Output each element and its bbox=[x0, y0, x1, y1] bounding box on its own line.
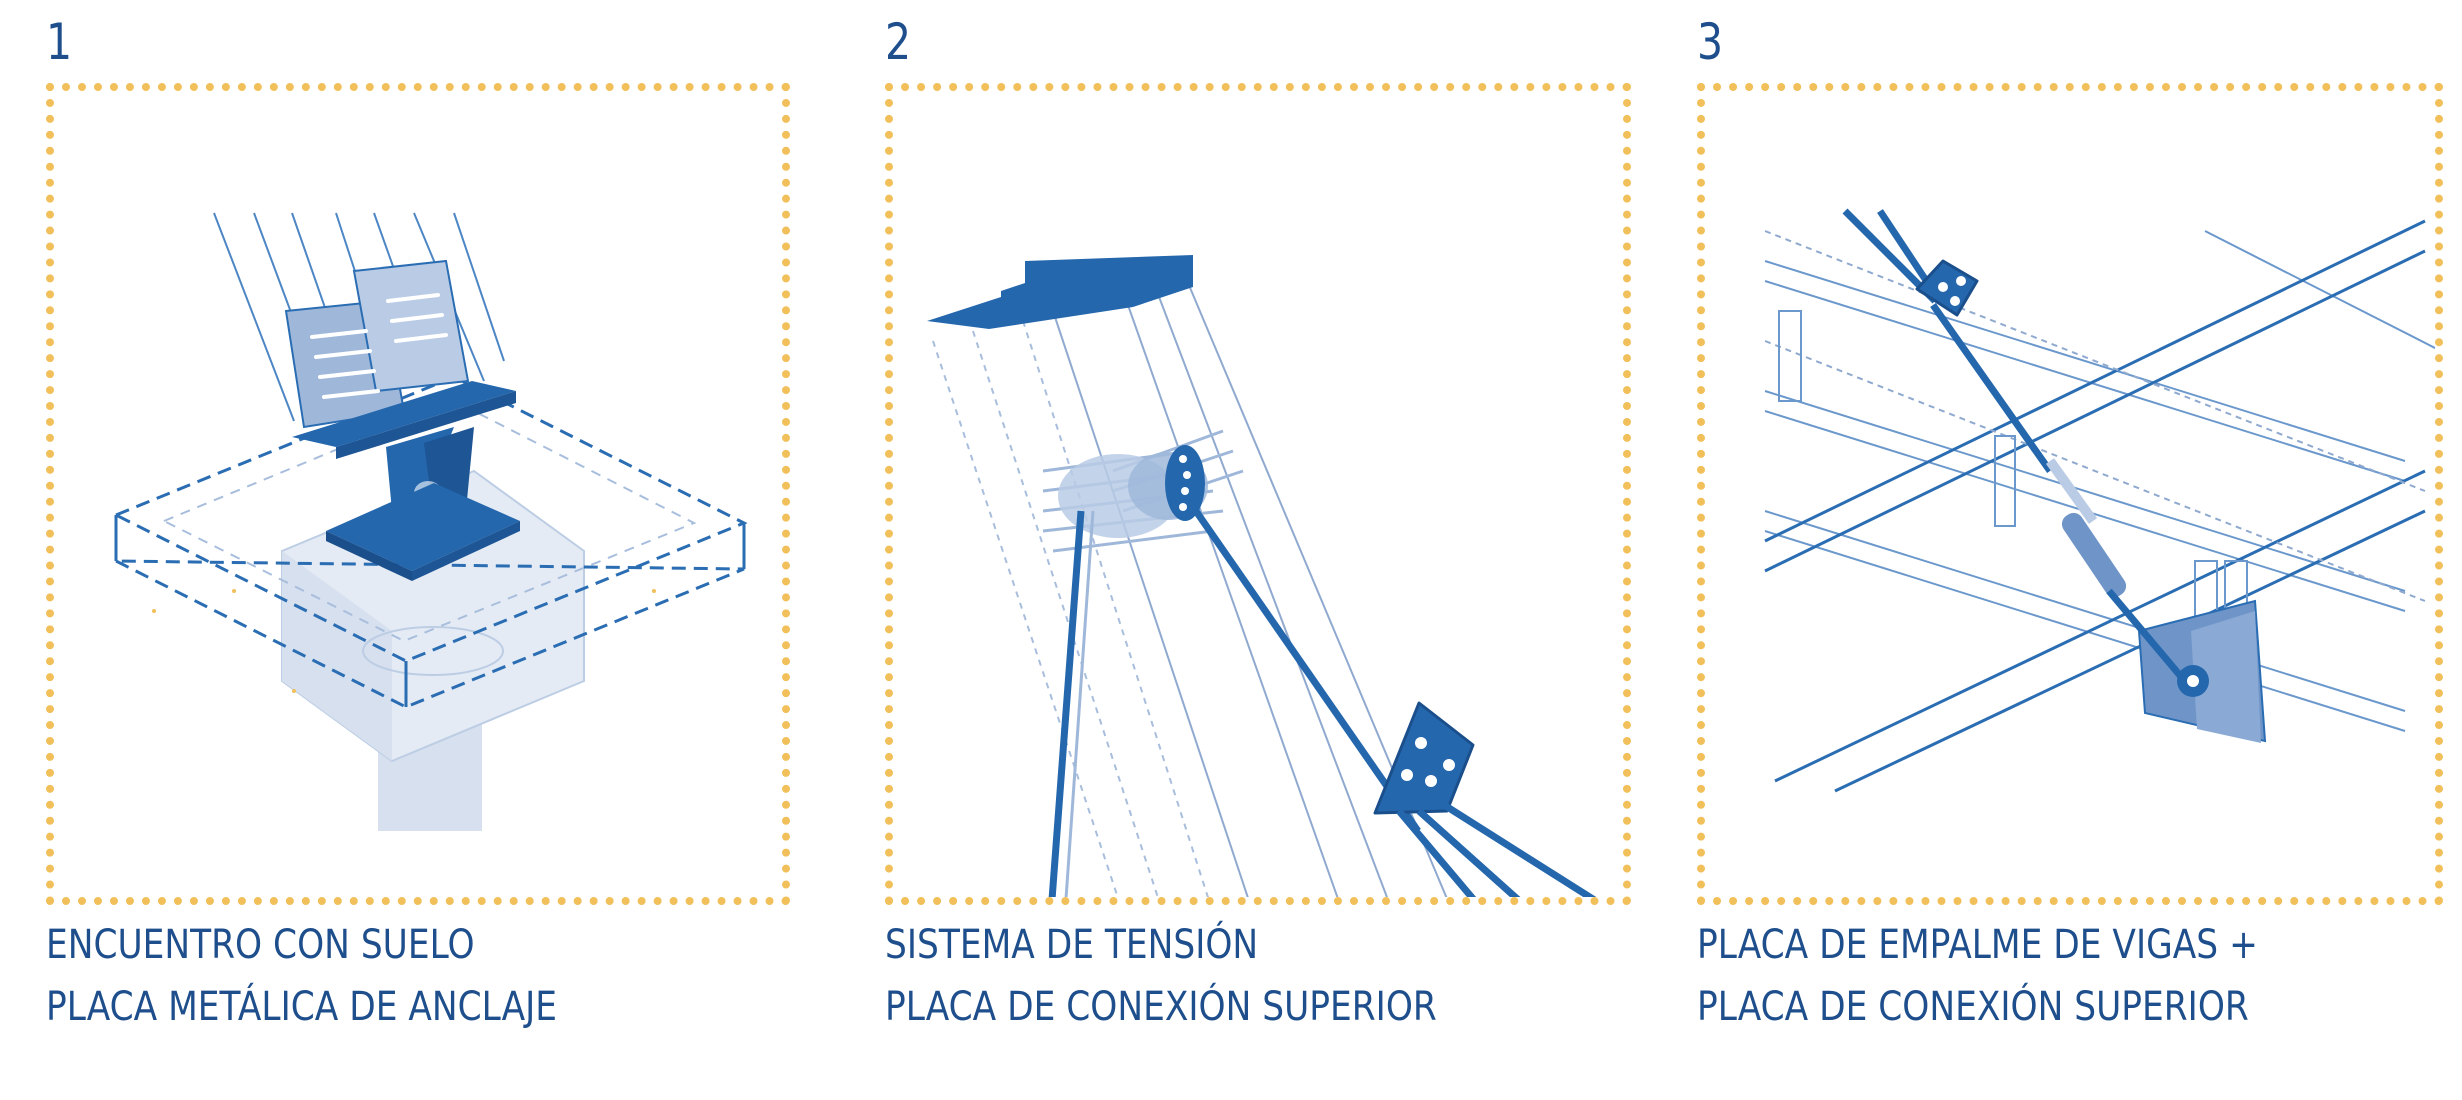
panel-caption: PLACA DE EMPALME DE VIGAS + PLACA DE CON… bbox=[1697, 914, 2258, 1038]
caption-line-2: PLACA DE CONEXIÓN SUPERIOR bbox=[885, 984, 1437, 1030]
beam-splice-illustration bbox=[1764, 208, 2435, 793]
panel-number: 1 bbox=[46, 13, 73, 71]
panel-frame bbox=[885, 83, 1631, 905]
panel-number: 2 bbox=[885, 13, 912, 71]
panel-frame bbox=[46, 83, 790, 905]
caption-line-2: PLACA METÁLICA DE ANCLAJE bbox=[46, 984, 558, 1030]
caption-line-1: PLACA DE EMPALME DE VIGAS + bbox=[1697, 922, 2258, 968]
ground-anchor-illustration bbox=[112, 212, 748, 831]
panel-caption: ENCUENTRO CON SUELO PLACA METÁLICA DE AN… bbox=[46, 914, 557, 1038]
panel-frame bbox=[1697, 83, 2443, 905]
panel-caption: SISTEMA DE TENSIÓN PLACA DE CONEXIÓN SUP… bbox=[885, 914, 1437, 1038]
panel-number: 3 bbox=[1697, 13, 1724, 71]
caption-line-1: ENCUENTRO CON SUELO bbox=[46, 922, 475, 968]
tension-system-illustration bbox=[927, 255, 1597, 897]
caption-line-1: SISTEMA DE TENSIÓN bbox=[885, 922, 1259, 968]
caption-line-2: PLACA DE CONEXIÓN SUPERIOR bbox=[1697, 984, 2249, 1030]
